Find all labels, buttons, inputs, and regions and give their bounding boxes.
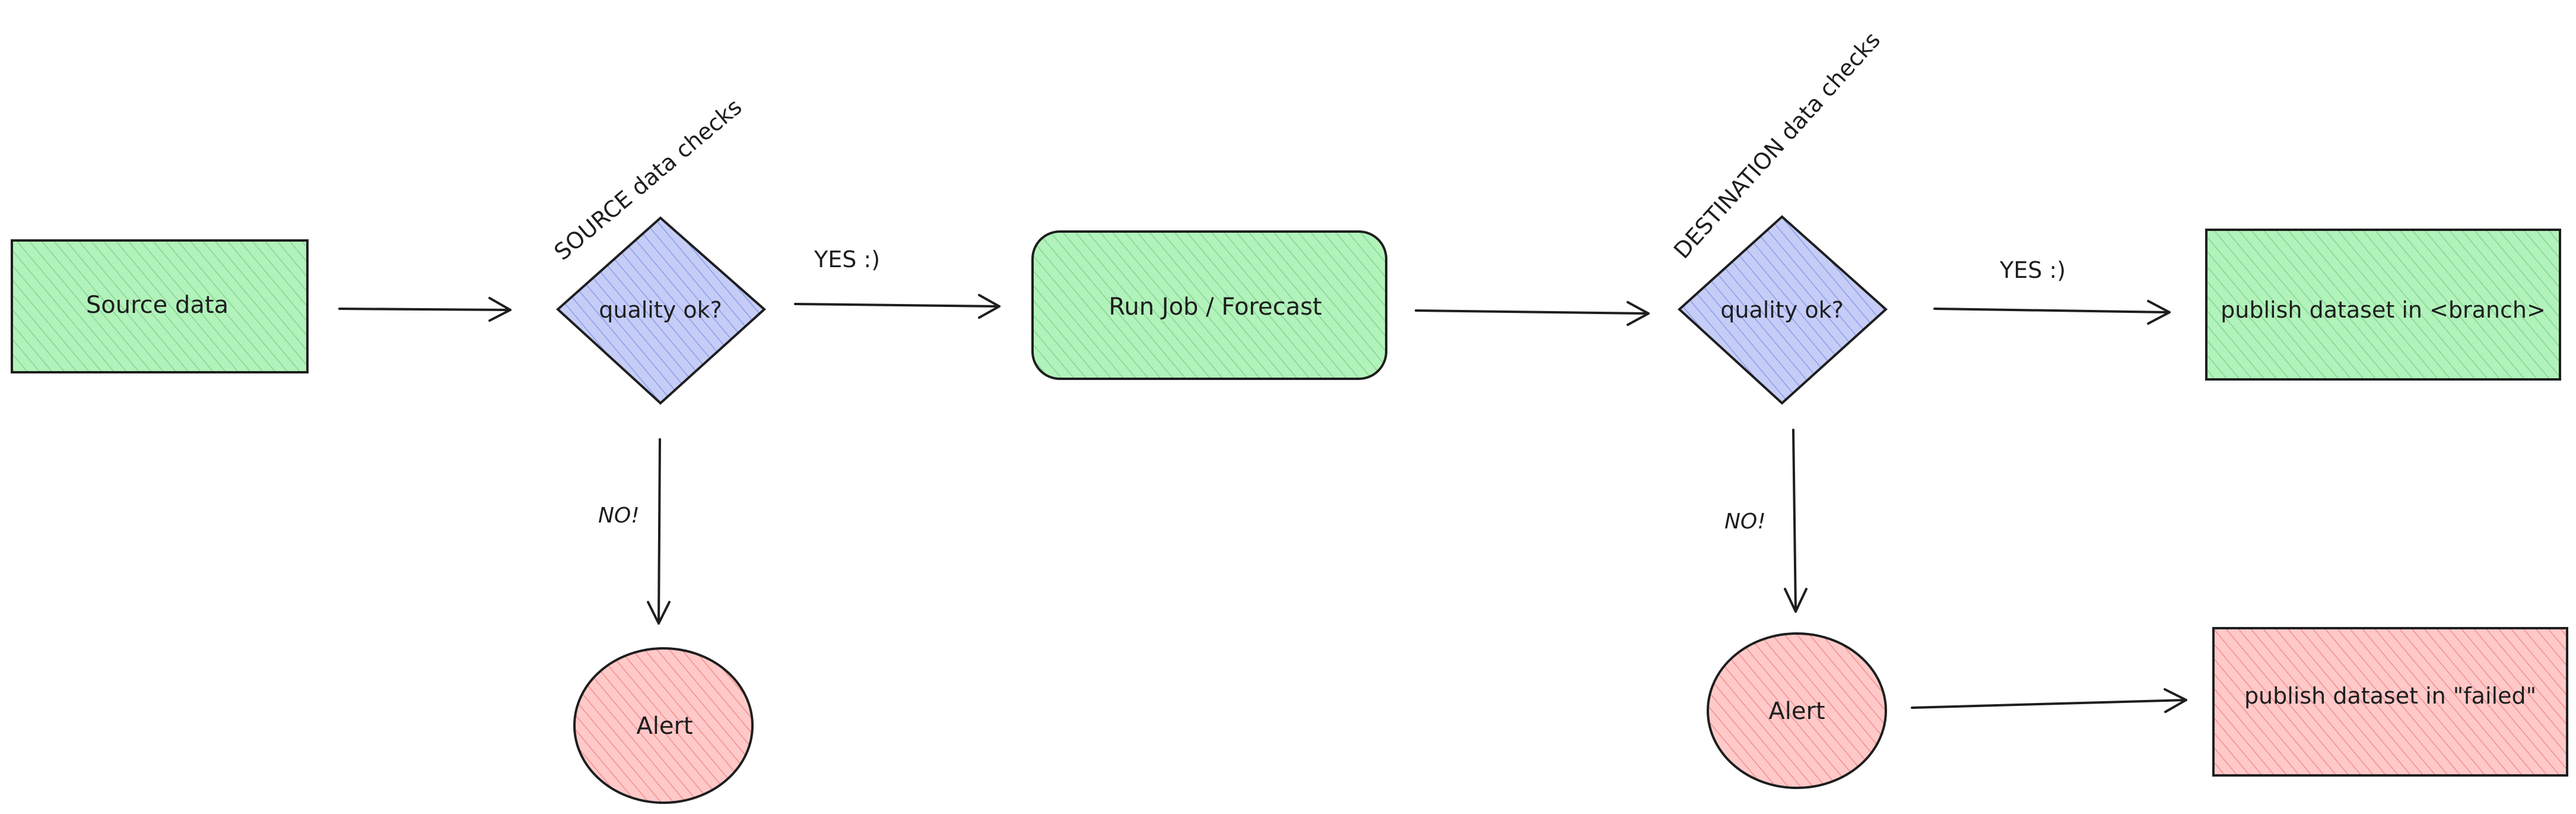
yes-label-2: YES :) (1999, 257, 2066, 283)
destination-alert-label: Alert (1768, 698, 1825, 725)
no-label-1: NO! (598, 503, 640, 528)
arrow-check-to-run-job (794, 294, 1000, 319)
yes-label-1: YES :) (814, 246, 880, 273)
arrow-source-check-to-alert (647, 438, 671, 625)
arrow-dest-check-to-alert (1784, 429, 1808, 613)
source-data-label: Source data (86, 292, 228, 319)
publish-branch-node: publish dataset in <branch> (2205, 229, 2561, 381)
publish-failed-label: publish dataset in "failed" (2244, 683, 2536, 709)
source-quality-check-node: quality ok? (556, 216, 767, 405)
run-job-node: Run Job / Forecast (1031, 230, 1387, 380)
source-alert-node: Alert (573, 647, 754, 804)
arrow-alert-to-publish-failed (1911, 688, 2187, 713)
arrow-run-job-to-dest-check (1415, 301, 1650, 326)
arrow-source-to-check (338, 297, 512, 322)
run-job-label: Run Job / Forecast (1108, 293, 1322, 321)
source-alert-label: Alert (636, 712, 693, 740)
publish-failed-node: publish dataset in "failed" (2212, 627, 2568, 777)
destination-alert-node: Alert (1707, 632, 1887, 789)
no-label-2: NO! (1724, 509, 1766, 534)
publish-branch-label: publish dataset in <branch> (2221, 297, 2546, 323)
destination-quality-check-node: quality ok? (1678, 215, 1888, 405)
destination-quality-label: quality ok? (1720, 297, 1844, 323)
source-quality-label: quality ok? (599, 297, 722, 323)
arrow-dest-check-to-publish-branch (1933, 300, 2171, 325)
source-data-node: Source data (11, 239, 309, 373)
